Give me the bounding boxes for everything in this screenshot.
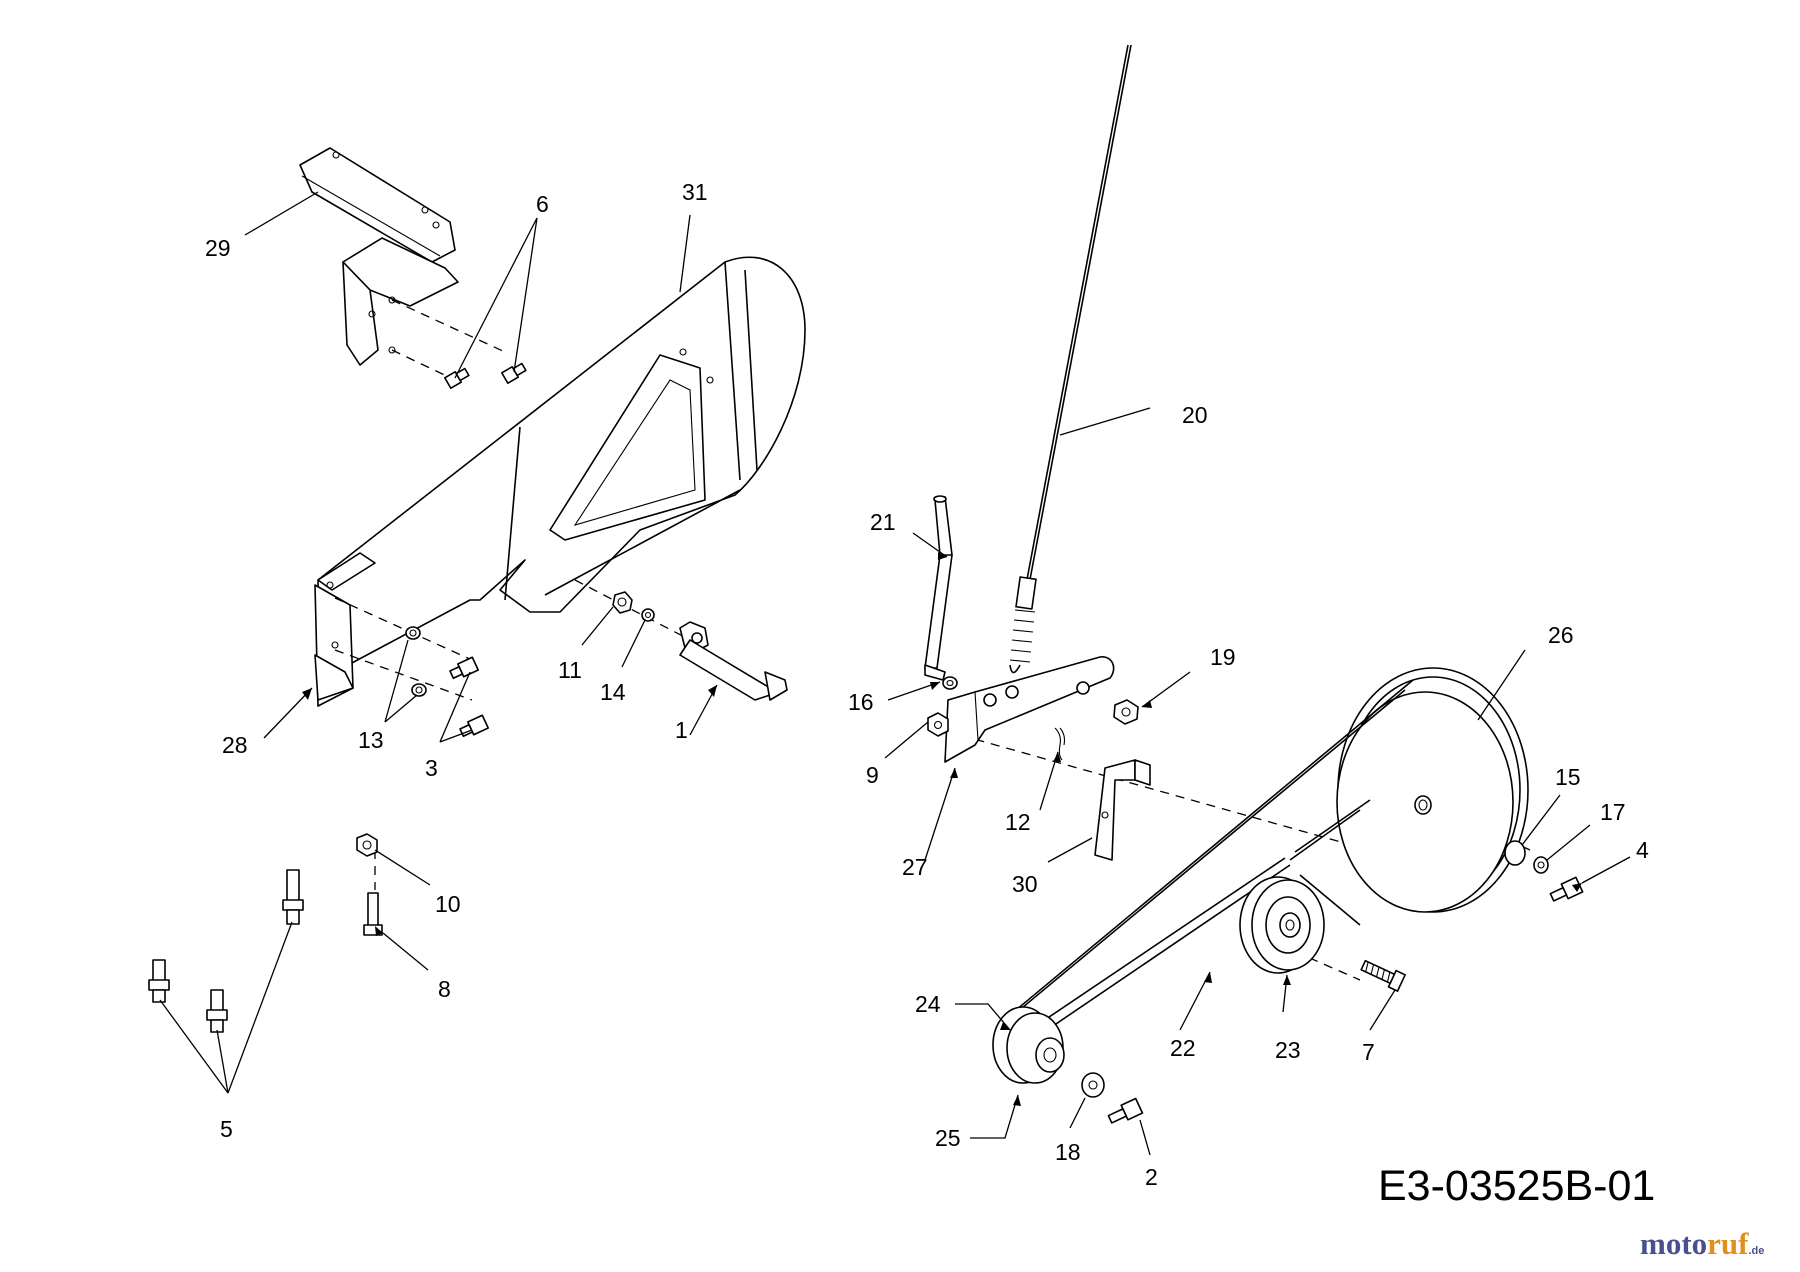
part-22-belt: [1004, 679, 1414, 1046]
callout-10: 10: [435, 891, 461, 917]
part-21-rod: [924, 495, 953, 681]
callout-5: 5: [220, 1116, 233, 1142]
callout-3: 3: [425, 755, 438, 781]
callout-13: 13: [358, 727, 384, 753]
part-5-studs: [148, 869, 304, 1033]
part-13-washers: [405, 626, 427, 697]
callout-6: 6: [536, 191, 549, 217]
part-7-bolt: [1360, 959, 1406, 992]
part-26-large-pulley: [1336, 667, 1529, 913]
part-9-nut: [927, 712, 949, 737]
callout-24: 24: [915, 991, 941, 1017]
callout-8: 8: [438, 976, 451, 1002]
callout-2: 2: [1145, 1164, 1158, 1190]
part-8-stud: [363, 892, 383, 936]
part-18-washer: [1081, 1072, 1105, 1098]
callout-14: 14: [600, 679, 626, 705]
callout-7: 7: [1362, 1039, 1375, 1065]
drawing-code: E3-03525B-01: [1378, 1162, 1656, 1210]
callout-20: 20: [1182, 402, 1208, 428]
callout-11: 11: [558, 657, 582, 683]
watermark-brand-part1: moto: [1640, 1226, 1708, 1261]
part-12-clip: [1054, 727, 1066, 761]
callout-1: 1: [675, 717, 688, 743]
leader-arrowheads: [302, 552, 1582, 1106]
part-4-bolt: [1549, 876, 1584, 902]
callout-29: 29: [205, 235, 231, 261]
part-2-bolt: [1107, 1097, 1144, 1124]
callout-17: 17: [1600, 799, 1626, 825]
callout-26: 26: [1548, 622, 1574, 648]
part-27-arm: [944, 656, 1115, 763]
callout-30: 30: [1012, 871, 1038, 897]
callout-15: 15: [1555, 764, 1581, 790]
part-20-cable: [1009, 44, 1132, 674]
part-29-bracket: [299, 147, 459, 366]
callout-23: 23: [1275, 1037, 1301, 1063]
part-30-bracket: [1094, 759, 1151, 861]
callout-21: 21: [870, 509, 896, 535]
callout-27: 27: [902, 854, 928, 880]
callout-9: 9: [866, 762, 879, 788]
part-17-lockwasher: [1533, 856, 1549, 874]
part-14-washer: [641, 608, 655, 622]
part-10-nut: [356, 833, 378, 857]
callout-22: 22: [1170, 1035, 1196, 1061]
part-15-washer: [1504, 840, 1526, 866]
callout-18: 18: [1055, 1139, 1081, 1165]
part-19-nut: [1113, 699, 1139, 725]
watermark-brand-part2: ruf: [1707, 1226, 1749, 1261]
part-23-idler-pulley: [1239, 876, 1325, 974]
part-31-belt-cover: [314, 256, 806, 707]
part-24-pulley: [992, 1006, 1065, 1084]
callout-labels: 31 29 6 20 21 26 19 11 14 1 16 28 13 3 9…: [205, 179, 1649, 1190]
callout-25: 25: [935, 1125, 961, 1151]
callout-28: 28: [222, 732, 248, 758]
callout-16: 16: [848, 689, 874, 715]
callout-19: 19: [1210, 644, 1236, 670]
callout-12: 12: [1005, 809, 1031, 835]
callout-31: 31: [682, 179, 708, 205]
part-16-washer: [942, 676, 958, 690]
watermark-tld: .de: [1748, 1245, 1765, 1257]
callout-4: 4: [1636, 837, 1649, 863]
part-3-bolts: [449, 656, 490, 738]
part-1-bracket: [679, 621, 788, 701]
part-11-nut: [612, 591, 633, 614]
watermark-logo: motoruf.de: [1640, 1226, 1764, 1262]
